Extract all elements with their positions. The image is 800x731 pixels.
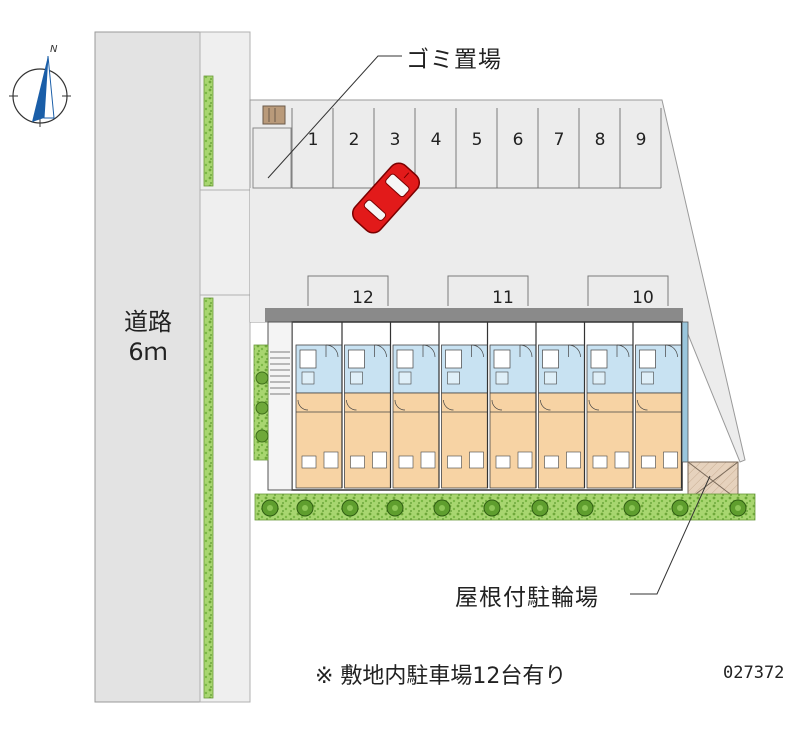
garbage-area-label: ゴミ置場 <box>406 47 502 73</box>
stall-number-9: 9 <box>636 130 647 150</box>
apartment-units <box>295 322 683 489</box>
stall-number-7: 7 <box>554 130 565 150</box>
hedge-road-upper <box>203 75 214 187</box>
stall-number-1: 1 <box>308 130 319 150</box>
shrubs <box>261 499 747 517</box>
road-label: 道路 6ｍ <box>110 307 186 367</box>
road <box>94 31 201 703</box>
unit-5 <box>489 322 537 489</box>
garbage-leader-line <box>267 55 402 179</box>
unit-6 <box>538 322 586 489</box>
property-code: 027372 <box>723 663 785 683</box>
unit-4 <box>441 322 489 489</box>
hedge-road-lower <box>203 297 214 699</box>
stall-number-2: 2 <box>349 130 360 150</box>
road-width: 6ｍ <box>128 338 168 366</box>
stall-number-8: 8 <box>595 130 606 150</box>
bicycle-parking-label: 屋根付駐輪場 <box>455 585 599 611</box>
stall-number-5: 5 <box>472 130 483 150</box>
parking-note: ※ 敷地内駐車場12台有り <box>315 664 567 689</box>
stall-number-4: 4 <box>431 130 442 150</box>
garbage-bin-icon <box>262 105 286 125</box>
stall-number-11: 11 <box>492 288 514 308</box>
bicycle-leader-line <box>630 475 711 595</box>
compass-north-label: N <box>50 44 58 55</box>
unit-3 <box>392 322 440 489</box>
compass-icon <box>9 55 71 127</box>
unit-1 <box>295 322 343 489</box>
stall-number-12: 12 <box>352 288 374 308</box>
unit-8 <box>635 322 683 489</box>
garbage-area <box>252 127 292 189</box>
stairs <box>267 321 293 491</box>
building-roof <box>265 308 683 322</box>
road-name: 道路 <box>124 308 172 336</box>
unit-2 <box>344 322 392 489</box>
stall-number-10: 10 <box>632 288 654 308</box>
car-icon <box>351 162 421 234</box>
middle-row-stalls <box>307 275 669 306</box>
unit-7 <box>586 322 634 489</box>
stall-number-6: 6 <box>513 130 524 150</box>
top-row-stalls <box>291 108 662 189</box>
stall-number-3: 3 <box>390 130 401 150</box>
